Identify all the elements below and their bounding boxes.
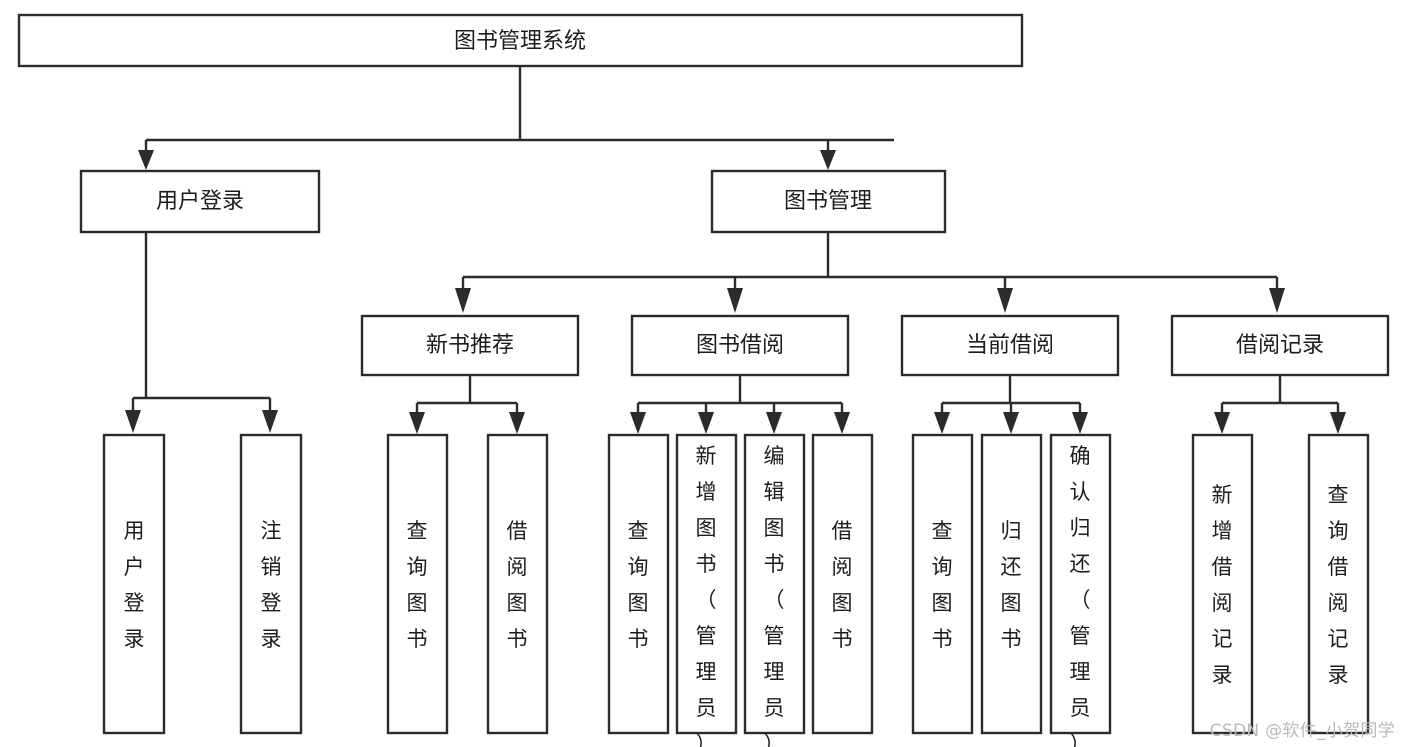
node-borrow-record-box[interactable] (1170, 314, 1390, 377)
arrow-current-borrow-leaf-3 (1072, 412, 1088, 434)
node-root-label: 图书管理系统 (454, 29, 586, 54)
node-user-login-label: 用户登录 (156, 189, 244, 214)
node-book-manage-label: 图书管理 (784, 189, 872, 214)
arrow-new-book-rec-leaf-2 (509, 412, 525, 434)
leaf-logout-label: 注销登录 (261, 519, 282, 651)
leaf-confirm-return-box[interactable] (1049, 433, 1112, 735)
leaf-return-book[interactable]: 归还图书 (980, 433, 1043, 735)
node-root-box[interactable] (17, 13, 1024, 68)
node-new-book-rec-label: 新书推荐 (426, 333, 514, 358)
node-current-borrow-box[interactable] (900, 314, 1120, 377)
arrow-user-login-leaf-2 (262, 410, 278, 433)
arrow-book-manage-to-borrow-record (1269, 288, 1285, 313)
arrow-book-borrow-leaf-4 (834, 412, 850, 434)
arrow-current-borrow-leaf-2 (1003, 412, 1019, 434)
arrow-new-book-rec-leaf-1 (409, 412, 425, 434)
node-book-manage-box[interactable] (710, 169, 947, 234)
leaf-query-book-2-label: 查询图书 (628, 519, 649, 651)
leaf-add-book-label: 新增图书（管理员） (696, 444, 717, 747)
leaf-query-book-3-label: 查询图书 (932, 519, 953, 651)
arrow-book-manage-to-current-borrow (997, 288, 1013, 313)
node-current-borrow[interactable]: 当前借阅 (900, 314, 1120, 377)
leaf-query-book-2-box[interactable] (607, 433, 670, 735)
leaf-query-book-3[interactable]: 查询图书 (911, 433, 974, 735)
leaf-query-book-1-label: 查询图书 (407, 519, 428, 651)
node-new-book-rec[interactable]: 新书推荐 (360, 314, 580, 377)
node-book-borrow-box[interactable] (630, 314, 850, 377)
leaf-return-book-label: 归还图书 (1001, 519, 1022, 651)
leaf-borrow-book-1-box[interactable] (486, 433, 549, 735)
leaf-query-book-1[interactable]: 查询图书 (386, 433, 449, 735)
node-book-borrow-label: 图书借阅 (696, 333, 784, 358)
node-user-login[interactable]: 用户登录 (79, 169, 321, 234)
leaf-edit-book-label: 编辑图书（管理员） (764, 444, 785, 747)
node-book-manage[interactable]: 图书管理 (710, 169, 947, 234)
leaf-add-record[interactable]: 新增借阅记录 (1191, 433, 1254, 735)
leaf-query-book-1-box[interactable] (386, 433, 449, 735)
node-user-login-box[interactable] (79, 169, 321, 234)
connector-layer (125, 66, 1346, 434)
leaf-borrow-book-2-box[interactable] (811, 433, 874, 735)
leaf-add-record-label: 新增借阅记录 (1212, 483, 1233, 687)
arrow-book-manage-to-new-book-rec (455, 288, 471, 313)
leaf-query-book-3-box[interactable] (911, 433, 974, 735)
leaf-user-login-label: 用户登录 (124, 519, 145, 651)
leaf-return-book-box[interactable] (980, 433, 1043, 735)
arrow-book-borrow-leaf-1 (630, 412, 646, 434)
leaf-confirm-return-label: 确认归还（管理员） (1070, 444, 1091, 747)
leaf-borrow-book-1-label: 借阅图书 (507, 519, 528, 651)
leaf-add-book[interactable]: 新增图书（管理员） (675, 433, 738, 747)
leaf-query-record-label: 查询借阅记录 (1328, 483, 1349, 687)
leaf-borrow-book-2-label: 借阅图书 (832, 519, 853, 651)
arrow-book-manage-to-book-borrow (727, 288, 743, 313)
leaf-query-record-box[interactable] (1307, 433, 1370, 735)
leaf-logout[interactable]: 注销登录 (239, 433, 303, 735)
leaf-add-record-box[interactable] (1191, 433, 1254, 735)
leaf-edit-book-box[interactable] (743, 433, 806, 735)
leaf-confirm-return[interactable]: 确认归还（管理员） (1049, 433, 1112, 747)
csdn-watermark: CSDN @软件_小贺同学 (1209, 721, 1395, 741)
leaf-query-record[interactable]: 查询借阅记录 (1307, 433, 1370, 735)
node-borrow-record[interactable]: 借阅记录 (1170, 314, 1390, 377)
leaf-logout-box[interactable] (239, 433, 303, 735)
arrow-root-to-user-login (138, 150, 154, 170)
arrow-root-to-book-manage (820, 150, 836, 170)
arrow-book-borrow-leaf-3 (766, 412, 782, 434)
node-borrow-record-label: 借阅记录 (1236, 333, 1324, 358)
node-root[interactable]: 图书管理系统 (17, 13, 1024, 68)
node-book-borrow[interactable]: 图书借阅 (630, 314, 850, 377)
arrow-current-borrow-leaf-1 (934, 412, 950, 434)
arrow-borrow-record-leaf-2 (1330, 412, 1346, 434)
leaf-add-book-box[interactable] (675, 433, 738, 735)
arrow-borrow-record-leaf-1 (1214, 412, 1230, 434)
leaf-user-login-box[interactable] (102, 433, 166, 735)
leaf-edit-book[interactable]: 编辑图书（管理员） (743, 433, 806, 747)
leaf-user-login[interactable]: 用户登录 (102, 433, 166, 735)
leaf-borrow-book-1[interactable]: 借阅图书 (486, 433, 549, 735)
leaf-borrow-book-2[interactable]: 借阅图书 (811, 433, 874, 735)
arrow-user-login-leaf-1 (125, 410, 141, 433)
arrow-book-borrow-leaf-2 (698, 412, 714, 434)
leaf-query-book-2[interactable]: 查询图书 (607, 433, 670, 735)
node-new-book-rec-box[interactable] (360, 314, 580, 377)
node-current-borrow-label: 当前借阅 (966, 333, 1054, 358)
